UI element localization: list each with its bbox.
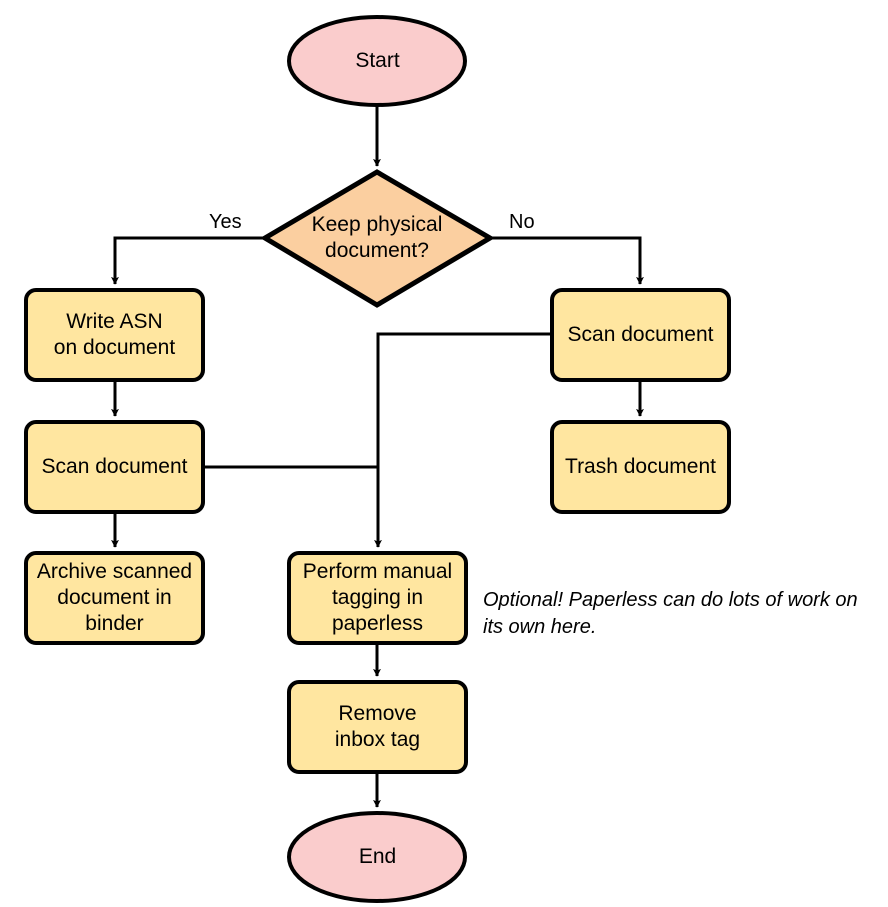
node-trash-shape (550, 420, 731, 514)
node-scan-left-shape (24, 420, 205, 514)
edge-scan-right-to-manual-tagging (374, 332, 552, 548)
edge-label-no: No (509, 211, 535, 233)
node-end-shape (287, 811, 467, 903)
node-write-asn-shape (24, 288, 205, 382)
node-manual-tagging-shape (287, 551, 468, 645)
node-start-shape (287, 15, 467, 107)
optional-note: Optional! Paperless can do lots of work … (483, 589, 858, 638)
edge-decision-no-to-scan-right (490, 236, 644, 285)
node-archive-shape (24, 551, 205, 645)
edge-decision-yes-to-write-asn (111, 236, 265, 285)
node-scan-right-shape (550, 288, 731, 382)
edge-label-yes: Yes (209, 211, 242, 233)
node-decision-shape (260, 169, 495, 308)
node-remove-inbox-shape (287, 680, 468, 774)
